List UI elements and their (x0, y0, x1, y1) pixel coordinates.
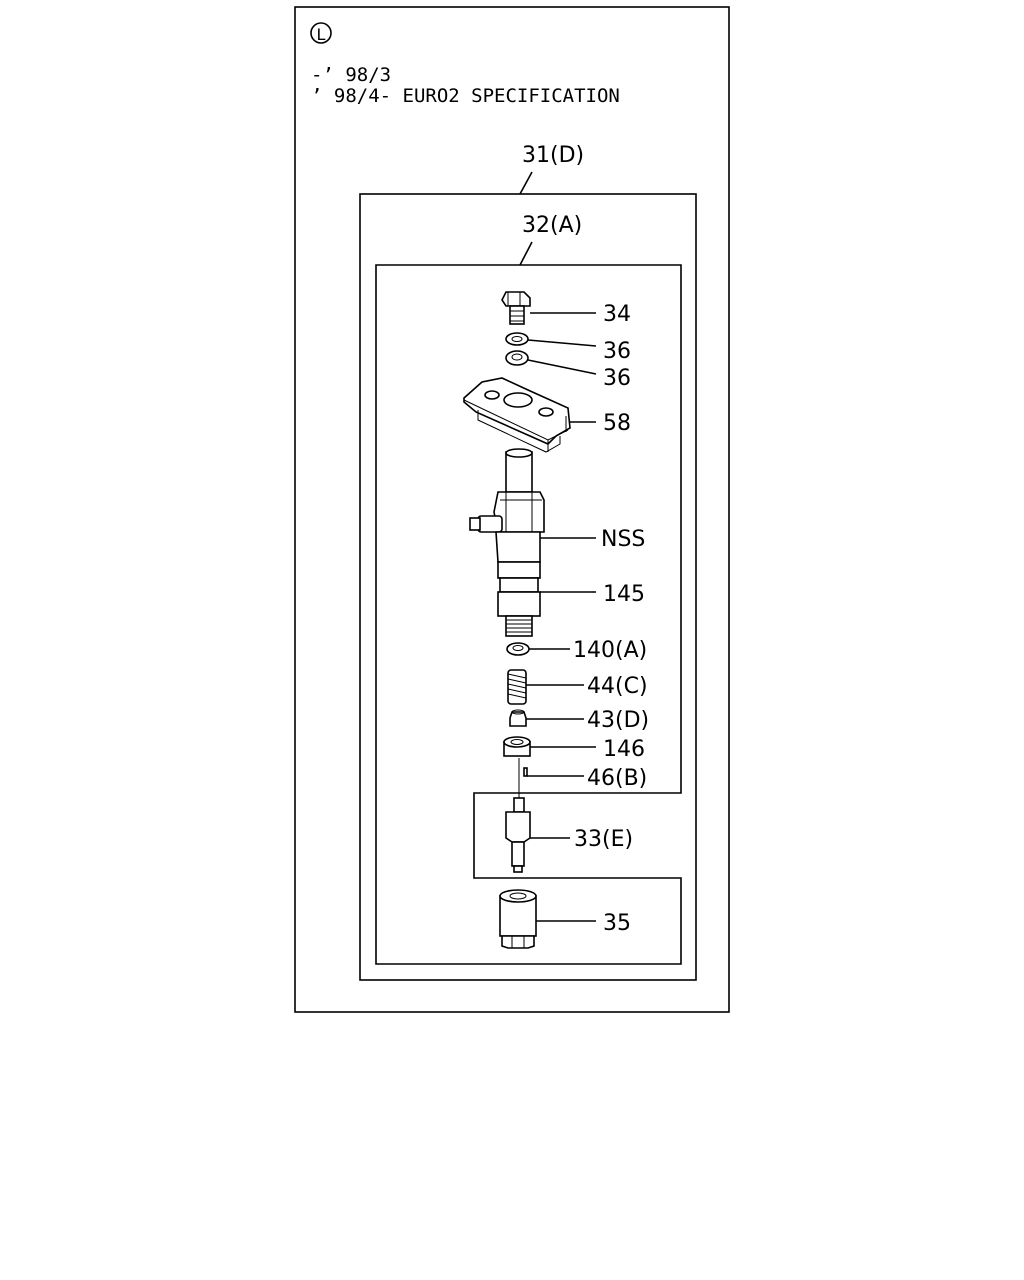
part-36-washer-lower (505, 350, 529, 366)
label-140a: 140(A) (573, 638, 647, 663)
label-35: 35 (603, 911, 631, 936)
diagram-frame (294, 6, 730, 1013)
label-36-lower: 36 (603, 366, 631, 391)
assembly-leader-31d (519, 171, 533, 195)
leader-36-lower (527, 359, 597, 375)
spec-line-2: ’ 98/4- EURO2 SPECIFICATION (311, 85, 620, 107)
label-nss: NSS (601, 527, 645, 552)
part-140a-washer (506, 642, 530, 656)
assembly-box-32a (375, 264, 682, 965)
part-46b-pin (518, 758, 528, 800)
label-46b: 46(B) (587, 766, 647, 791)
part-35-nut (499, 889, 537, 949)
label-146: 146 (603, 737, 645, 762)
assembly-label-31d: 31(D) (522, 143, 584, 168)
assembly-box-31d (359, 193, 697, 981)
part-58-clamp (463, 377, 571, 453)
label-145: 145 (603, 582, 645, 607)
label-43d: 43(D) (587, 708, 649, 733)
part-146-spacer (503, 736, 531, 757)
part-nss-injector-body (469, 448, 545, 637)
assembly-leader-32a (519, 241, 533, 266)
label-58: 58 (603, 411, 631, 436)
label-34: 34 (603, 302, 631, 327)
variant-circle (310, 22, 332, 44)
part-43d-seat (509, 709, 527, 727)
part-33e-nozzle (505, 797, 531, 873)
label-33e: 33(E) (574, 827, 633, 852)
leader-36-upper (527, 339, 597, 347)
part-36-washer-upper (505, 332, 529, 346)
part-34-bolt (501, 291, 531, 325)
variant-letter: L (317, 25, 326, 44)
label-36-upper: 36 (603, 339, 631, 364)
label-44c: 44(C) (587, 674, 648, 699)
spec-line-1: -’ 98/3 (311, 64, 391, 86)
part-44c-spring (507, 669, 527, 705)
assembly-label-32a: 32(A) (522, 213, 582, 238)
